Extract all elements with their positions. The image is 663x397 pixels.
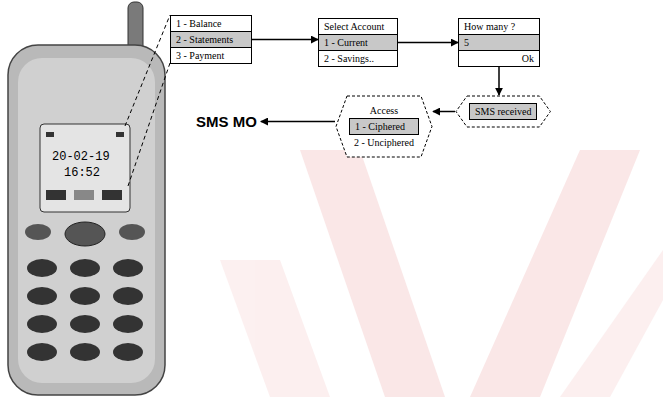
menu-item: 1 - Ciphered: [349, 118, 419, 135]
phone-screen: [40, 124, 130, 212]
flow-arrow: [433, 111, 455, 113]
softkey-icon: [102, 190, 122, 200]
menu-item: 2 - Unciphered: [349, 135, 419, 150]
watermark-stripe: [220, 260, 330, 397]
flow-arrow: [398, 42, 458, 44]
menu-item: 2 - Statements: [171, 31, 251, 47]
phone-body: [8, 45, 165, 395]
menu-item: 1 - Current: [319, 34, 397, 50]
softkey-icon: [46, 190, 66, 200]
screen-date: 20-02-19: [52, 150, 110, 164]
hexagon-step: SMS received: [455, 95, 551, 128]
menu-title: Select Account: [319, 19, 397, 34]
flow-arrow: [498, 67, 500, 95]
menu-item: 2 - Savings..: [319, 50, 397, 66]
hexagon-border: [336, 96, 432, 157]
menu-box: Select Account1 - Current2 - Savings..: [318, 18, 398, 67]
nav-key: [65, 222, 105, 246]
menu-item: Ok: [459, 50, 539, 66]
zoom-line: [128, 63, 170, 186]
output-label: SMS MO: [196, 113, 257, 130]
menu-item: 5: [459, 34, 539, 50]
battery-icon: [116, 132, 124, 137]
keypad: [27, 259, 143, 361]
menu-item: 1 - Balance: [171, 16, 251, 31]
signal-icon: [46, 132, 54, 137]
watermark-stripe: [560, 250, 663, 397]
menu-box: How many ?5Ok: [458, 18, 540, 67]
phone: [8, 2, 170, 395]
flow-arrow: [252, 39, 318, 41]
menu-item: SMS received: [469, 103, 537, 120]
key: [119, 224, 145, 240]
softkey-icon: [74, 190, 94, 200]
screen-time: 16:52: [64, 166, 100, 180]
output-arrow: [261, 121, 335, 123]
menu-title: Access: [349, 103, 419, 118]
hexagon-border: [456, 96, 550, 127]
key: [25, 224, 51, 240]
menu-item: How many ?: [459, 19, 539, 34]
phone-face: [18, 58, 155, 383]
watermark: [220, 150, 663, 397]
watermark-stripe: [300, 150, 445, 397]
zoom-line: [125, 15, 170, 126]
menu-item: 3 - Payment: [171, 47, 251, 63]
menu-box: 1 - Balance2 - Statements3 - Payment: [170, 15, 252, 64]
hexagon-step: Access1 - Ciphered2 - Unciphered: [335, 95, 433, 158]
